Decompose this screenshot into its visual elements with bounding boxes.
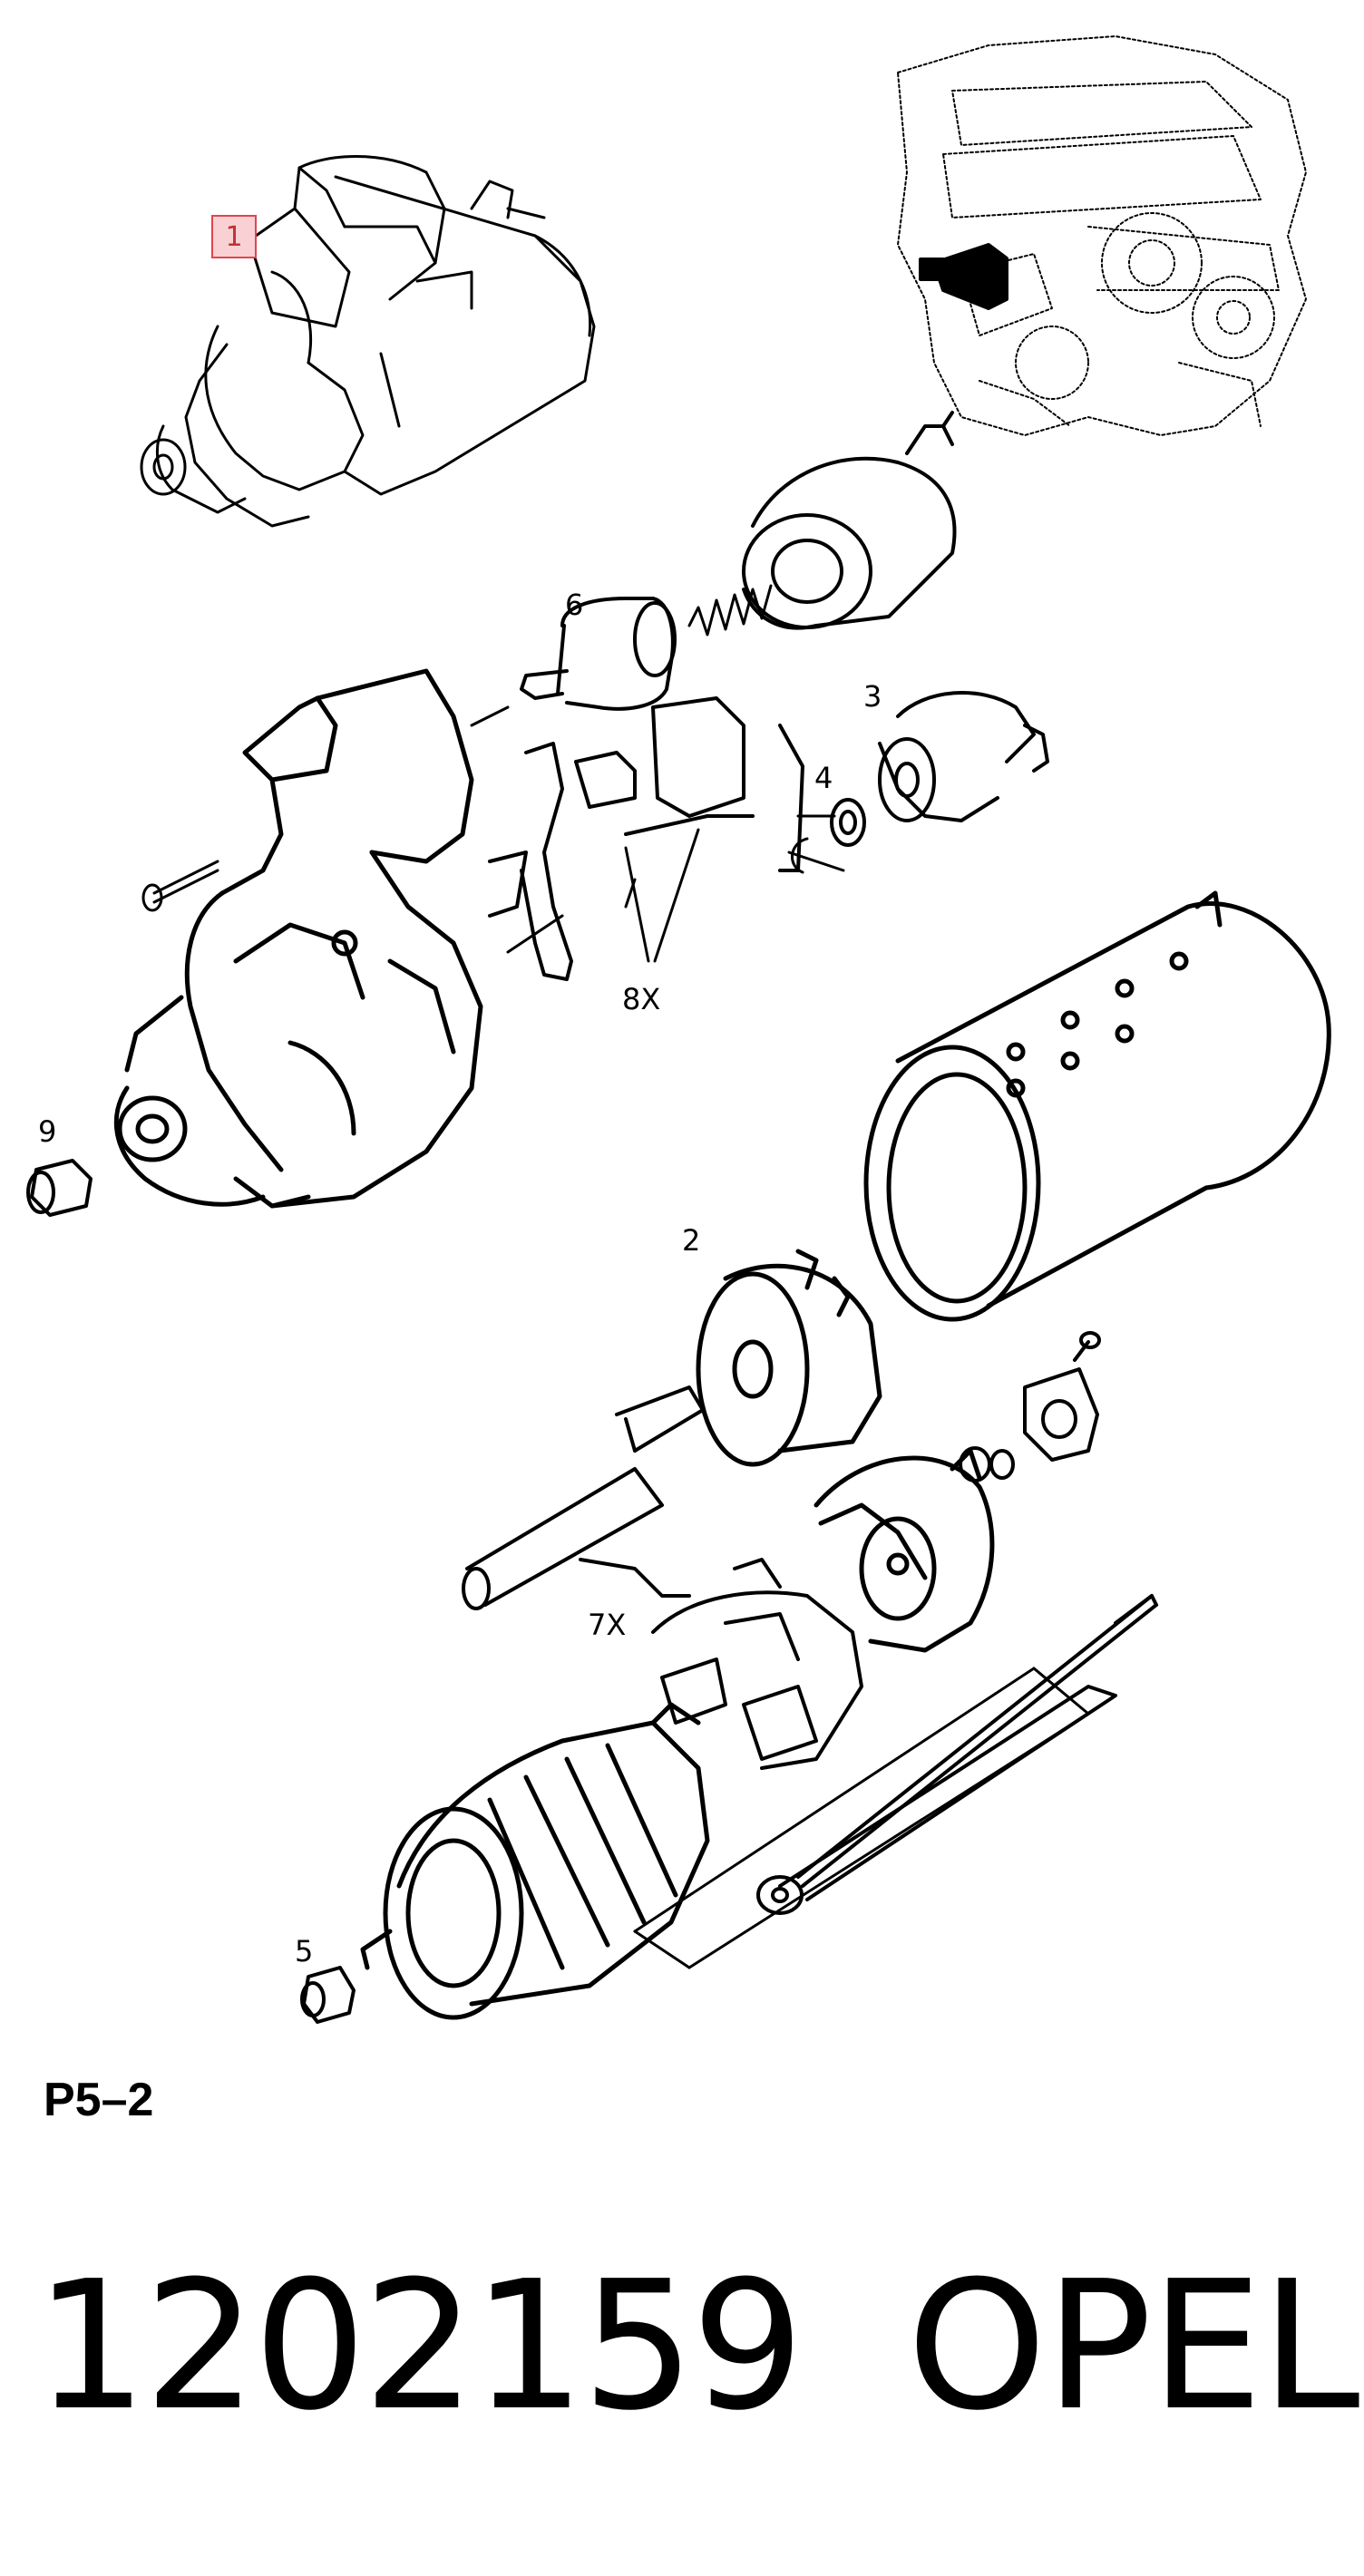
leader-lines: [470, 705, 845, 963]
yoke-housing: [863, 890, 1331, 1322]
lever-bearing-parts: [574, 696, 804, 872]
brush-holder-assembly: [579, 1558, 863, 1770]
callout-1[interactable]: 1: [211, 215, 257, 258]
callout-7x: 7X: [588, 1608, 627, 1642]
engine-locator-illustration: [897, 35, 1307, 436]
bolt-bracket-outline: [633, 1667, 1090, 1969]
assembled-starter-motor: [140, 155, 596, 528]
bushing-9: [26, 1159, 93, 1217]
armature: [360, 1702, 710, 2020]
part-number: 1202159: [34, 2243, 804, 2450]
drive-pinion-3: [878, 691, 1049, 822]
return-spring: [687, 584, 773, 637]
solenoid-plunger: [520, 597, 677, 711]
small-hardware: [959, 1331, 1101, 1482]
through-bolt-long: [796, 1594, 1158, 1888]
washer-4: [830, 798, 866, 847]
intermediate-bearing-2: [696, 1249, 882, 1467]
solenoid-switch: [742, 411, 957, 630]
callout-2: 2: [682, 1223, 701, 1258]
housing-bolt: [141, 860, 219, 912]
commutator-end-shield: [814, 1448, 995, 1653]
diagram-code: P5–2: [44, 2074, 154, 2126]
callout-4: 4: [814, 761, 833, 795]
starter-location-marker: [919, 243, 1008, 310]
brand-name: OPEL: [907, 2243, 1360, 2450]
bushing-5: [300, 1966, 356, 2024]
callout-5: 5: [295, 1934, 314, 1968]
callout-9: 9: [38, 1114, 57, 1149]
callout-8x: 8X: [622, 982, 661, 1016]
callout-3: 3: [863, 679, 882, 714]
drive-end-housing: [113, 668, 483, 1209]
engaging-lever: [488, 742, 573, 981]
armature-shaft: [462, 1385, 705, 1610]
callout-6: 6: [565, 588, 584, 622]
